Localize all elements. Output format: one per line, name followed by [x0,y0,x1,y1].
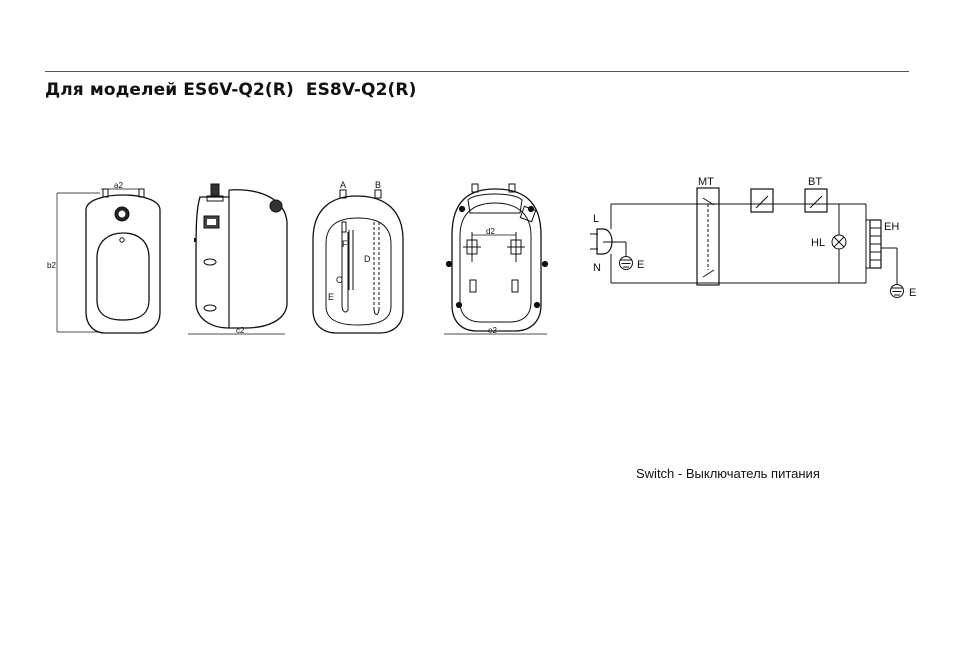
ground-e-label-2: E [909,287,916,299]
part-c-label: C [336,275,343,285]
side-view-drawing [188,184,287,334]
rear-view-drawing [444,184,548,334]
part-a-label: A [340,180,346,190]
dim-b2-label: b2 [47,261,56,270]
dim-a2-label: a2 [114,181,123,190]
switch-caption: Switch - Выключатель питания [636,466,820,481]
lamp-hl-label: HL [811,237,825,249]
thermostat-bt-label: BT [808,176,822,188]
part-f-label: F [342,239,348,249]
wire-n-label: N [593,262,601,274]
ground-e-label-1: E [637,259,644,271]
wiring-diagram [590,188,904,298]
part-e-label: E [328,292,334,302]
dim-c2-label: c2 [236,326,245,335]
heater-eh-label: EH [884,221,899,233]
part-d-label: D [364,254,371,264]
wire-l-label: L [593,213,599,225]
dim-e2-label: e2 [488,326,497,335]
thermostat-mt-label: MT [698,176,714,188]
cutaway-view-drawing [313,190,403,333]
part-b-label: B [375,180,381,190]
front-view-drawing [57,189,160,333]
dim-d2-label: d2 [486,227,495,236]
